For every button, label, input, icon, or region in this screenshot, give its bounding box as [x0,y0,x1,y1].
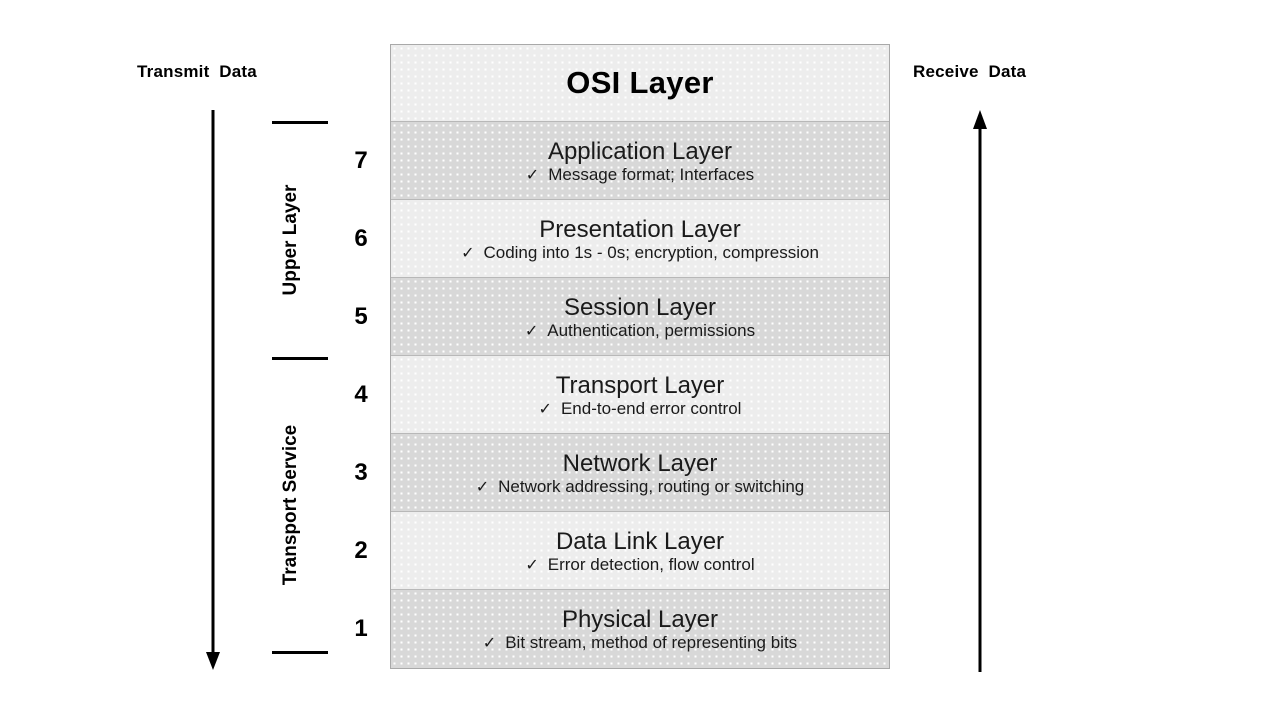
arrow-down-icon [206,110,220,670]
layer-description-wrapper: ✓ Authentication, permissions [524,320,756,341]
layer-title: Transport Layer [555,371,725,399]
layer-row-session[interactable]: Session Layer ✓ Authentication, permissi… [391,278,889,356]
check-icon: ✓ [482,635,497,653]
transmit-data-label: Transmit Data [137,62,257,81]
check-icon: ✓ [525,556,539,574]
arrow-up-icon [973,110,987,672]
layer-number-column: 7 6 5 4 3 2 1 [340,122,382,668]
layer-description: Coding into 1s - 0s; encryption, compres… [483,242,819,262]
layer-number: 4 [354,381,368,408]
layer-number: 3 [354,459,368,486]
layer-description-wrapper: ✓ Network addressing, routing or switchi… [475,476,805,497]
check-icon: ✓ [461,244,475,262]
layer-description: Network addressing, routing or switching [498,476,805,496]
group-label-transport-service: Transport Service [280,424,301,586]
bracket-tick-top [272,121,328,124]
layer-number: 5 [354,303,368,330]
layer-title: Data Link Layer [555,527,725,555]
group-label-upper-layer: Upper Layer [280,184,301,296]
check-icon: ✓ [525,166,540,184]
layer-title: Session Layer [563,293,717,321]
osi-layer-stack: OSI Layer Application Layer ✓ Message fo… [390,44,890,669]
bracket-tick-bottom [272,651,328,654]
page-title: OSI Layer [566,65,714,100]
osi-stack-header: OSI Layer [391,45,889,122]
layer-description: Bit stream, method of representing bits [505,633,798,653]
layer-number: 1 [354,615,368,642]
layer-row-network[interactable]: Network Layer ✓ Network addressing, rout… [391,434,889,512]
layer-row-presentation[interactable]: Presentation Layer ✓ Coding into 1s - 0s… [391,200,889,278]
check-icon: ✓ [538,400,552,418]
layer-description-wrapper: ✓ Error detection, flow control [525,554,755,575]
check-icon: ✓ [475,478,490,496]
layer-description: Authentication, permissions [547,320,756,340]
receive-data-label: Receive Data [913,62,1027,81]
layer-description-wrapper: ✓ End-to-end error control [538,398,742,419]
layer-description: Message format; Interfaces [548,164,755,184]
layer-description: Error detection, flow control [547,554,755,574]
layer-title: Presentation Layer [539,215,741,243]
layer-description: End-to-end error control [560,398,742,418]
layer-row-data-link[interactable]: Data Link Layer ✓ Error detection, flow … [391,512,889,590]
layer-description-wrapper: ✓ Message format; Interfaces [525,164,755,185]
layer-row-transport[interactable]: Transport Layer ✓ End-to-end error contr… [391,356,889,434]
layer-title: Network Layer [562,449,718,477]
layer-row-physical[interactable]: Physical Layer ✓ Bit stream, method of r… [391,590,889,668]
check-icon: ✓ [524,322,539,340]
bracket-tick-middle [272,357,328,360]
layer-number: 6 [354,225,368,252]
layer-row-application[interactable]: Application Layer ✓ Message format; Inte… [391,122,889,200]
layer-title: Physical Layer [561,606,719,634]
layer-number: 2 [354,537,368,564]
layer-description-wrapper: ✓ Bit stream, method of representing bit… [483,634,797,653]
layer-title: Application Layer [547,137,733,165]
layer-number: 7 [354,147,368,174]
layer-description-wrapper: ✓ Coding into 1s - 0s; encryption, compr… [461,242,819,263]
